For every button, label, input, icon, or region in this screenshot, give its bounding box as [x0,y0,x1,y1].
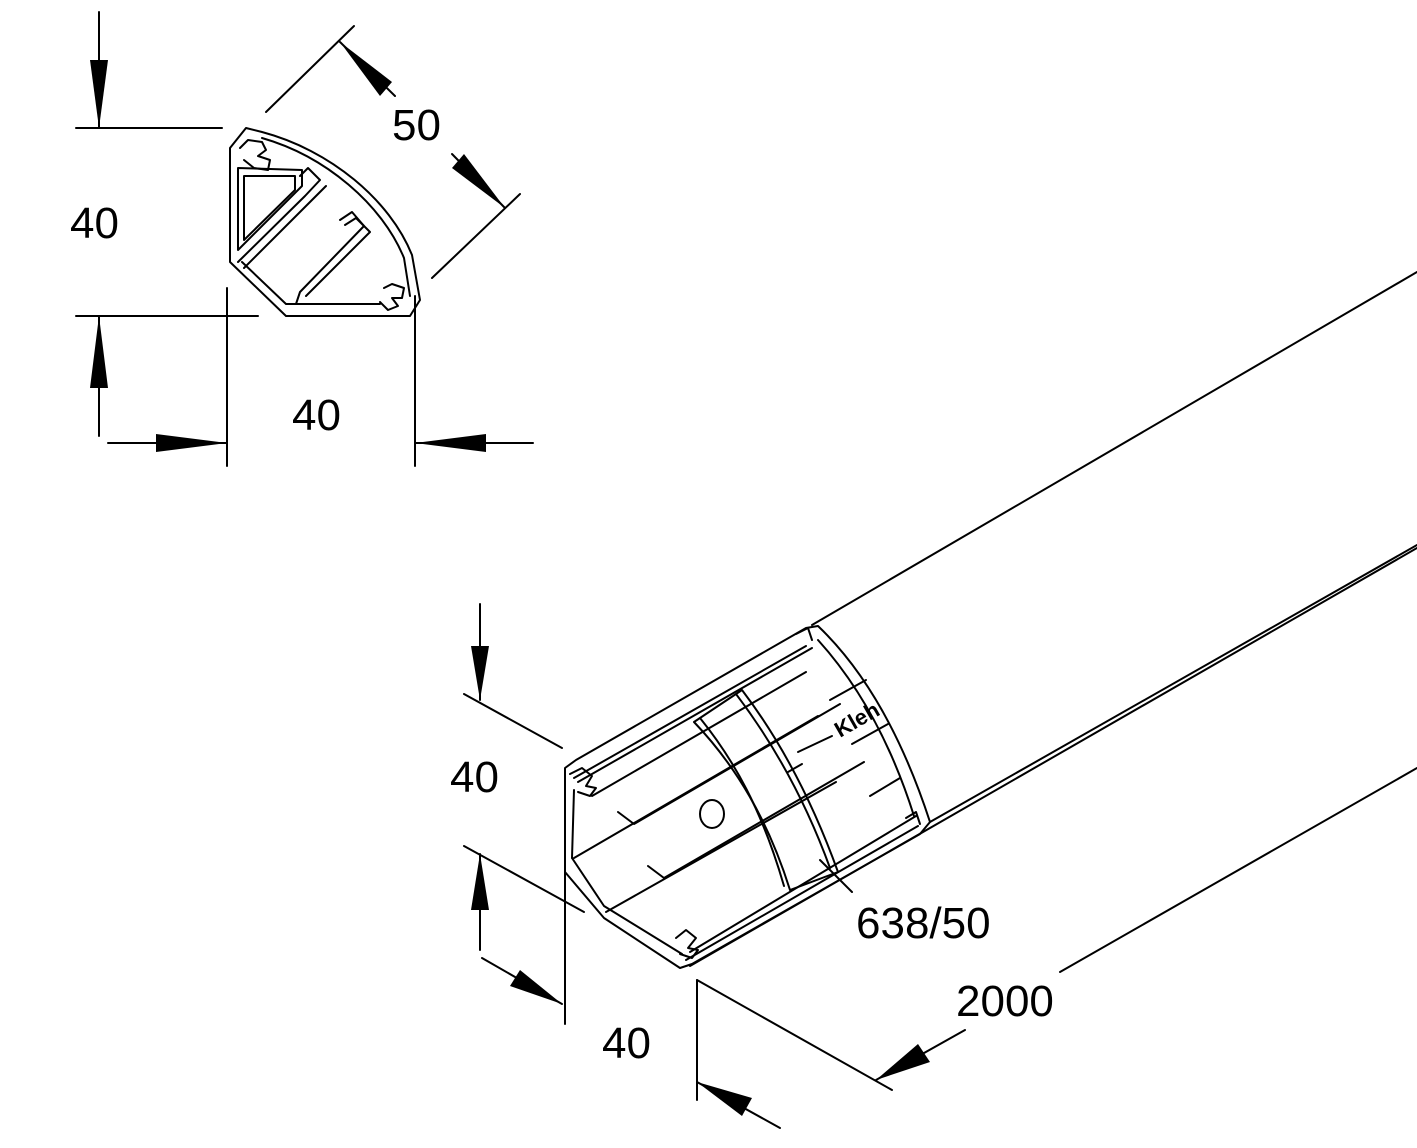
dimension-diagonal-cross-section [265,25,521,279]
dimension-height-cross-section [75,11,259,437]
dimension-length-isometric [696,767,1417,1091]
isometric-part-label: 638/50 [856,899,991,948]
cross-section-diagonal-label: 50 [392,101,441,150]
cross-section-width-label: 40 [292,391,341,440]
brand-marking: Kleh [830,697,884,742]
isometric-duct [564,271,1417,969]
dimension-width-isometric [481,871,781,1129]
part-label-leader [819,859,853,893]
cross-section-profile [229,127,421,317]
dimension-width-cross-section [107,287,534,467]
cross-section-height-label: 40 [70,199,119,248]
isometric-width-label: 40 [602,1019,651,1068]
isometric-length-label: 2000 [956,977,1054,1026]
isometric-height-label: 40 [450,753,499,802]
